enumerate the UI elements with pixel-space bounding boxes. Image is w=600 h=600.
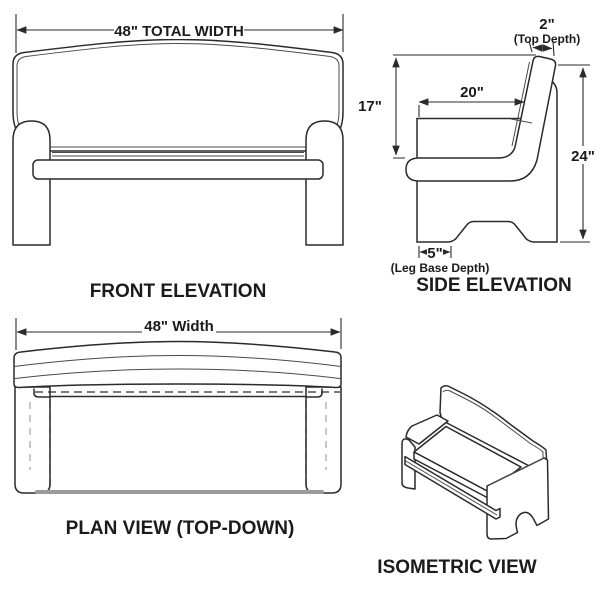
side-bottom-and-leg-cutout — [416, 220, 558, 243]
iso-front-rail — [404, 455, 501, 520]
side-seat-height-dim-text: 17" — [358, 98, 382, 115]
side-seat-height-dimension: 17" — [358, 54, 536, 159]
front-backrest-outline — [12, 38, 344, 152]
iso-left-arm-top — [405, 414, 449, 445]
isometric-view: ISOMETRIC VIEW — [377, 385, 550, 578]
front-width-dimension: 48" TOTAL WIDTH — [15, 14, 344, 53]
side-seat-depth-dimension: 20" — [418, 84, 525, 117]
side-top-depth-dim-label: (Top Depth) — [514, 32, 580, 46]
plan-right-arm — [305, 386, 342, 494]
front-seat-back-edge — [52, 152, 304, 157]
plan-width-dimension: 48" Width — [15, 317, 342, 350]
side-top-depth-dim-text: 2" — [539, 16, 554, 33]
isometric-view-title: ISOMETRIC VIEW — [377, 557, 536, 578]
plan-view-title: PLAN VIEW (TOP-DOWN) — [66, 518, 295, 539]
side-total-height-dim-text: 24" — [571, 148, 595, 165]
side-board-joint-line — [510, 118, 533, 124]
side-backrest-arm-bar — [405, 55, 557, 182]
plan-width-dim-text: 48" Width — [144, 318, 213, 335]
side-seat-depth-dim-text: 20" — [460, 84, 484, 101]
side-leg-base-dimension: 5" (Leg Base Depth) — [391, 245, 490, 275]
iso-front-rail-inner-line — [404, 460, 498, 516]
plan-backrest-band — [13, 340, 342, 389]
plan-left-seat-notch — [33, 388, 51, 398]
front-elevation-title: FRONT ELEVATION — [90, 281, 267, 302]
plan-backrest-arc-2 — [13, 354, 342, 367]
front-total-width-dim-text: 48" TOTAL WIDTH — [114, 23, 244, 40]
side-elevation-title: SIDE ELEVATION — [416, 275, 572, 296]
plan-arm-hidden-lines — [29, 402, 327, 470]
plan-hidden-seat-sides — [49, 400, 307, 489]
side-leg-base-dim-text: 5" — [427, 245, 442, 262]
plan-left-arm — [14, 386, 51, 494]
side-elevation-view: 17" 20" 2" (Top Depth) 24" 5" (Leg — [358, 16, 598, 296]
iso-back-panel — [439, 385, 548, 471]
plan-right-seat-notch — [305, 388, 323, 398]
iso-right-leg-top-edge — [488, 457, 546, 486]
front-right-arm-leg — [305, 120, 344, 246]
iso-back-panel-edge-line — [442, 389, 544, 466]
iso-right-leg — [486, 457, 550, 540]
plan-backrest-arc-3 — [14, 368, 341, 379]
front-left-arm-leg — [12, 120, 51, 246]
front-elevation-view: 48" TOTAL WIDTH FRONT ELEVATION — [12, 14, 344, 302]
plan-view: 48" Width PLAN VIEW (TOP-DOWN) — [13, 317, 342, 539]
side-leg-base-dim-label: (Leg Base Depth) — [391, 261, 490, 275]
front-seat-plank — [32, 159, 324, 180]
side-total-height-dimension: 24" — [558, 64, 598, 243]
side-top-depth-dimension: 2" (Top Depth) — [514, 16, 580, 57]
